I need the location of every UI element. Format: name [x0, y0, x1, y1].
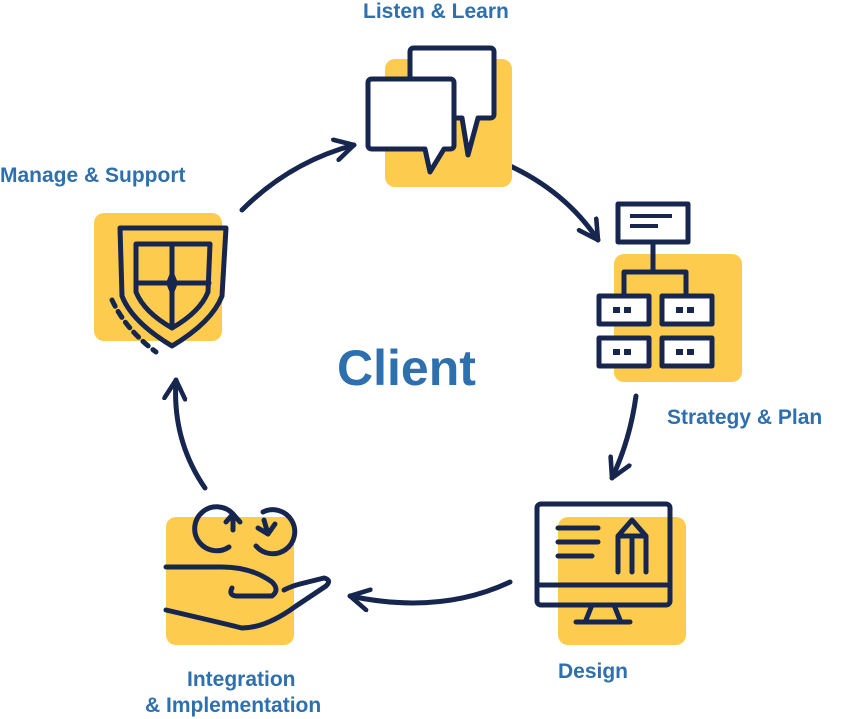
shield-icon — [94, 213, 229, 355]
step-label-design: Design — [558, 660, 629, 683]
step-label-strategy-plan: Strategy & Plan — [667, 406, 823, 429]
arrow-design-to-integration — [347, 579, 513, 603]
monitor-design-icon — [534, 501, 686, 645]
center-label: Client — [337, 340, 476, 396]
step-label-integration-line2: & Implementation — [145, 694, 322, 717]
step-label-listen-learn: Listen & Learn — [363, 0, 509, 23]
step-label-integration-line1: Integration — [187, 668, 296, 691]
hand-cycle-icon — [163, 504, 332, 645]
step-label-manage-support: Manage & Support — [0, 164, 186, 187]
arrow-strategy-to-design — [612, 393, 639, 481]
arrow-manage-to-listen — [239, 145, 357, 213]
org-chart-icon — [596, 201, 742, 382]
chat-bubbles-icon — [365, 45, 512, 187]
arrow-integration-to-manage — [176, 377, 208, 491]
